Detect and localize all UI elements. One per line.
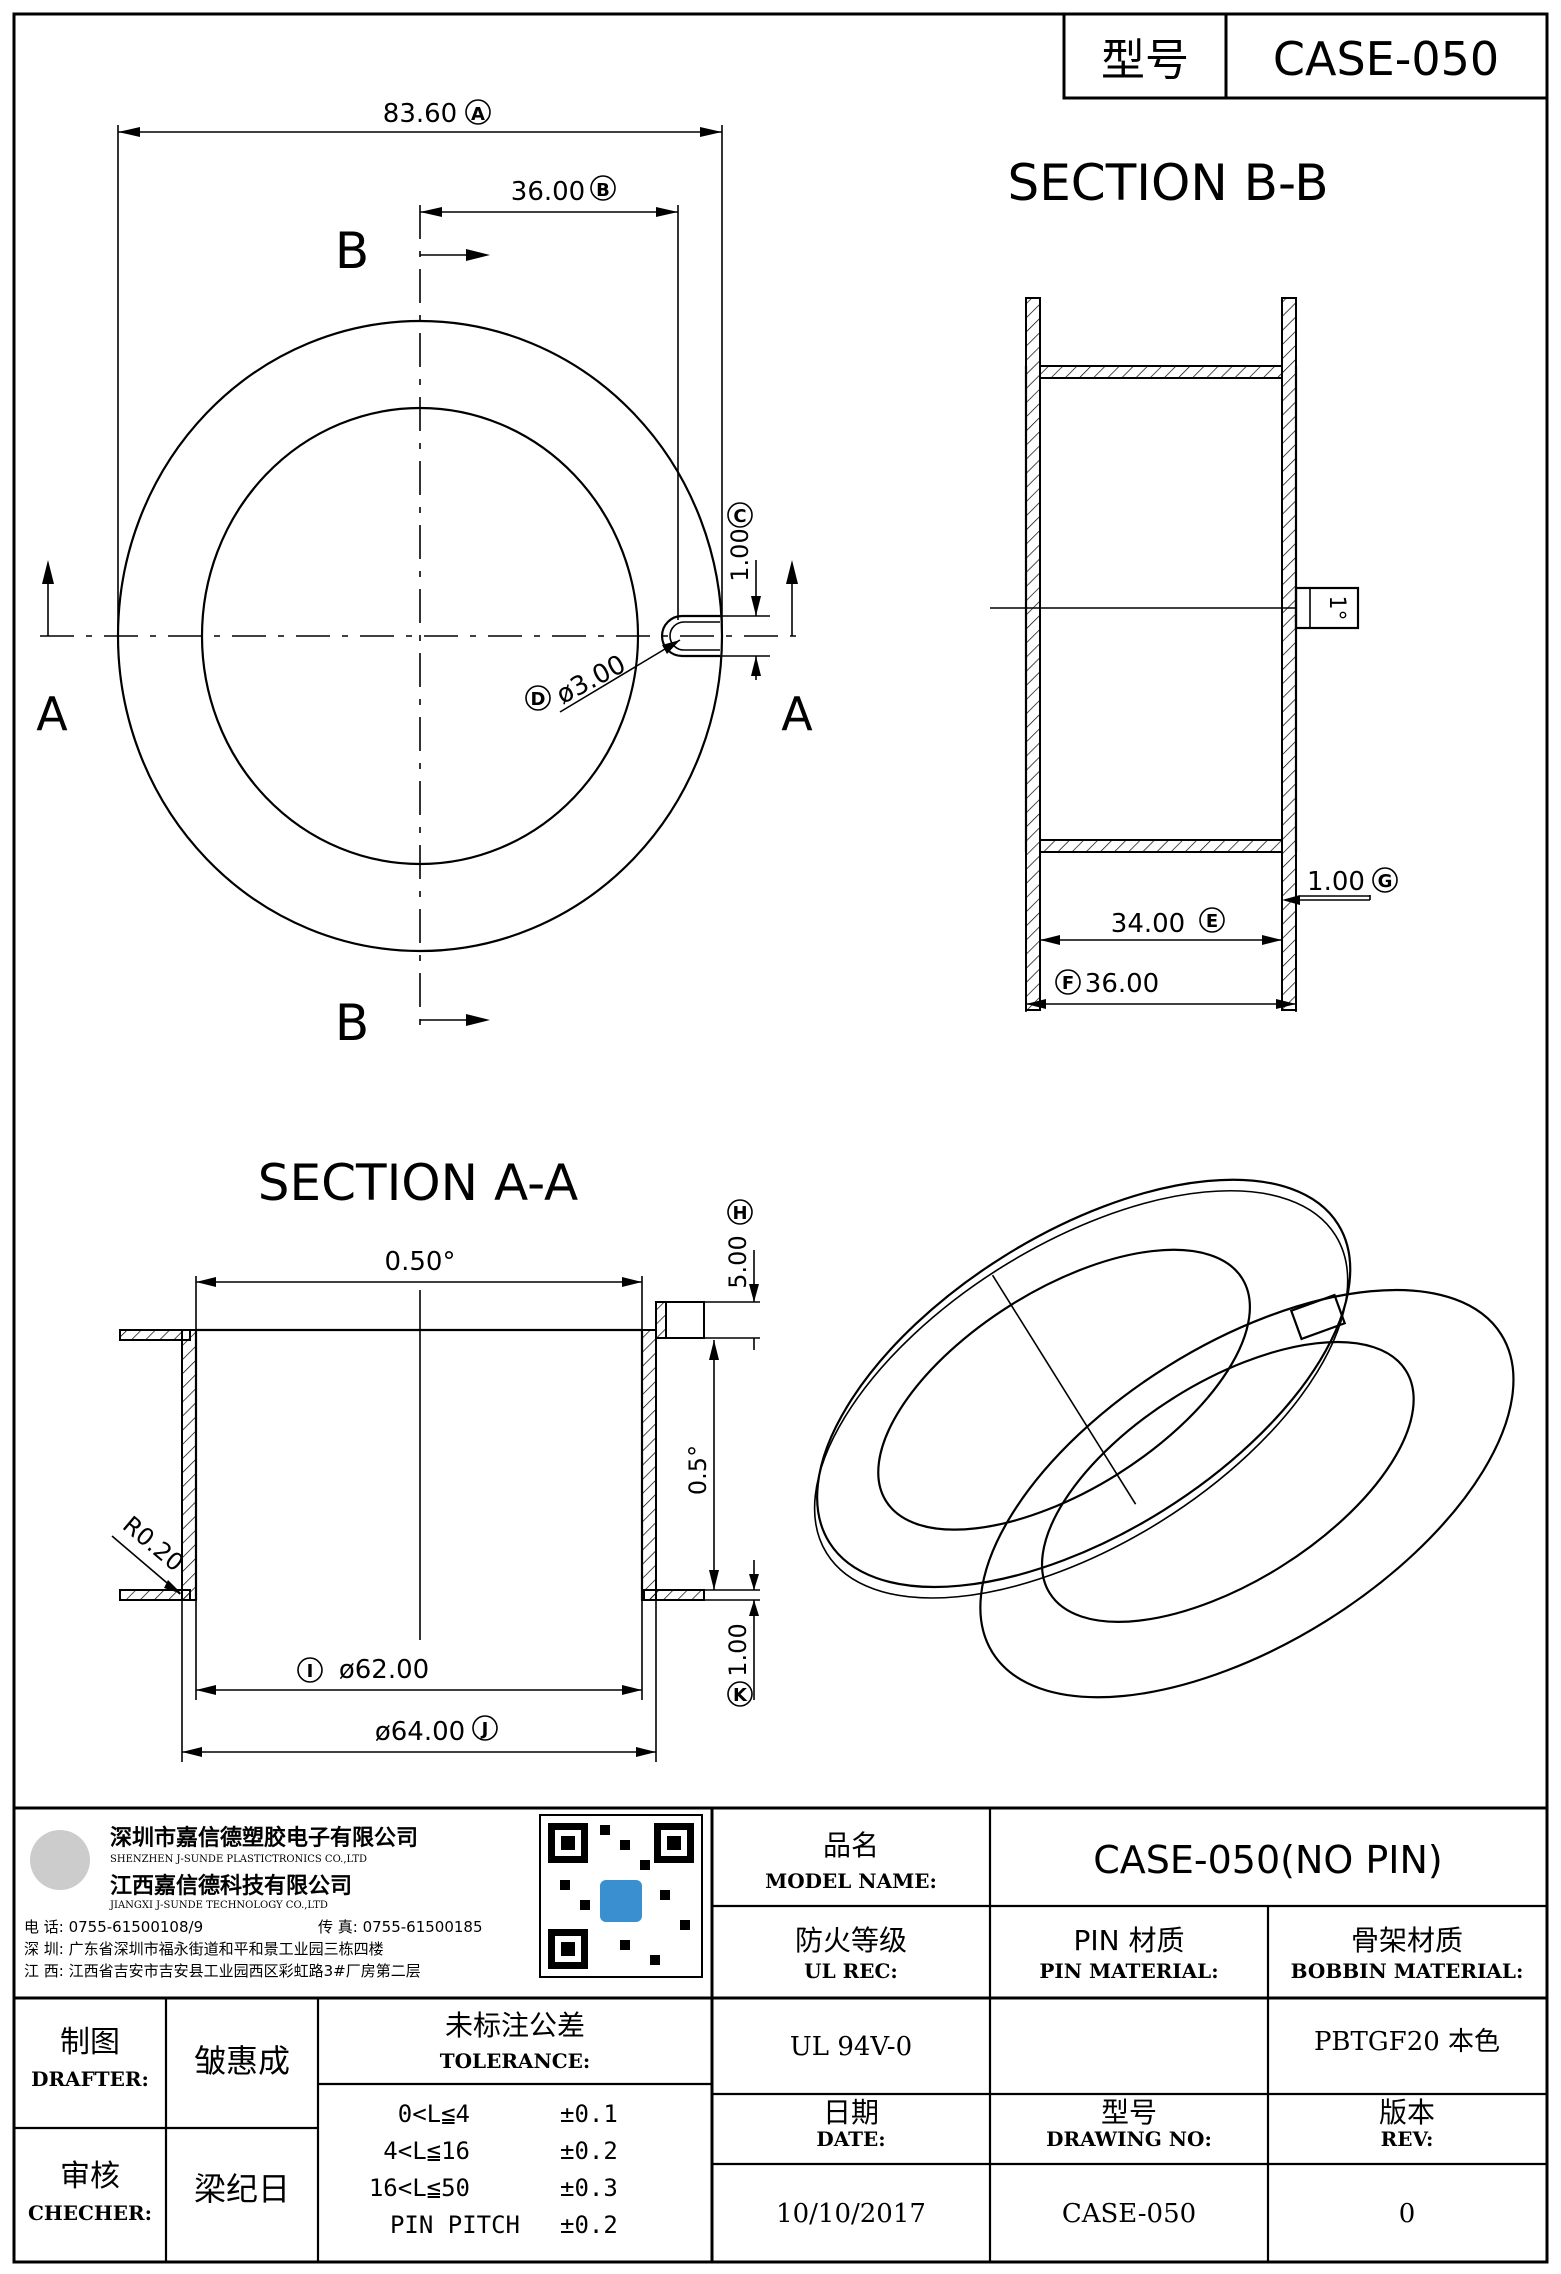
dim-g-tag: G: [1378, 871, 1393, 892]
company-logo-icon: [30, 1830, 90, 1890]
dim-i-tag: I: [307, 1661, 314, 1682]
tolerance-label-en: TOLERANCE:: [440, 2049, 591, 2073]
section-b-label-top: B: [335, 222, 369, 280]
section-b-label-bottom: B: [335, 994, 369, 1052]
company2-name-en: JIANGXI J-SUNDE TECHNOLOGY CO.,LTD: [109, 1900, 328, 1911]
dim-h-value: 5.00: [724, 1235, 752, 1288]
dim-h-tag: H: [732, 1203, 747, 1224]
header-model-value: CASE-050: [1273, 32, 1499, 86]
date-label-cn: 日期: [823, 2096, 879, 2129]
dim-d-leader: [559, 639, 681, 713]
iso-slot: [1289, 1293, 1347, 1341]
dim-f-value: 36.00: [1085, 969, 1159, 999]
dim-e-value: 34.00: [1111, 909, 1185, 939]
company-name-en: SHENZHEN J-SUNDE PLASTICTRONICS CO.,LTD: [110, 1854, 367, 1865]
model-name-value: CASE-050(NO PIN): [1093, 1838, 1443, 1882]
isometric-view: [813, 1178, 1515, 1699]
tolerance-value-1: ±0.1: [560, 2100, 618, 2128]
checker-label-cn: 审核: [60, 2159, 120, 2194]
bobbin-label-en: BOBBIN MATERIAL:: [1291, 1959, 1524, 1983]
dim-d-tag: D: [531, 689, 546, 710]
dim-a-tag-circle: [465, 99, 491, 125]
draft-side-value: 0.5°: [684, 1445, 712, 1495]
dim-k-tag: K: [733, 1685, 748, 1706]
sheet-border: [12, 12, 1549, 2264]
header-model-label: 型号: [1101, 35, 1189, 86]
dim-j-tag: J: [480, 1719, 489, 1740]
section-bb-view: SECTION B-B 1° 34.00 E F 36.00: [990, 154, 1398, 1012]
drawing-no-label-cn: 型号: [1101, 2096, 1157, 2129]
date-label-en: DATE:: [816, 2127, 885, 2151]
pin-label-cn: PIN 材质: [1074, 1924, 1185, 1957]
company-phone: 电 话: 0755-61500108/9: [24, 1918, 203, 1936]
dim-f-tag: F: [1062, 973, 1074, 994]
drafter-label-cn: 制图: [60, 2025, 120, 2060]
ul-label-en: UL REC:: [804, 1959, 898, 1983]
tolerance-range-2: 4<L≦16: [383, 2137, 470, 2165]
checker-label-en: CHECHER:: [28, 2201, 152, 2225]
rev-label-cn: 版本: [1379, 2096, 1435, 2129]
dim-c-tag: C: [733, 506, 746, 527]
dim-b-value: 36.00: [511, 177, 585, 207]
dim-a-tag: A: [471, 104, 485, 125]
section-bb-title: SECTION B-B: [1007, 154, 1328, 212]
ul-value: UL 94V-0: [790, 2032, 912, 2062]
dim-j-value: ø64.00: [375, 1717, 465, 1747]
company2-name-cn: 江西嘉信德科技有限公司: [110, 1873, 352, 1899]
drafter-label-en: DRAFTER:: [31, 2067, 149, 2091]
slot-outline: [660, 614, 720, 658]
date-value: 10/10/2017: [776, 2199, 926, 2229]
model-name-label-cn: 品名: [823, 1829, 879, 1862]
tolerance-range-1: 0<L≦4: [398, 2100, 470, 2128]
tolerance-value-2: ±0.2: [560, 2137, 618, 2165]
rev-label-en: REV:: [1381, 2127, 1434, 2151]
company-address-shenzhen: 深 圳: 广东省深圳市福永街道和平和景工业园三栋四楼: [24, 1940, 384, 1958]
radius-value: R0.20: [117, 1511, 189, 1578]
bobbin-value: PBTGF20 本色: [1314, 2027, 1500, 2057]
section-a-label-right: A: [781, 687, 813, 741]
pin-label-en: PIN MATERIAL:: [1039, 1959, 1218, 1983]
dim-g-value: 1.00: [1307, 867, 1365, 897]
qr-code-icon: [539, 1814, 703, 1978]
company-fax: 传 真: 0755-61500185: [318, 1918, 483, 1936]
drawing-no-label-en: DRAWING NO:: [1046, 2127, 1212, 2151]
rev-value: 0: [1399, 2199, 1416, 2229]
dim-i-value: ø62.00: [339, 1655, 429, 1685]
drawing-no-value: CASE-050: [1062, 2199, 1196, 2229]
checker-value: 梁纪日: [194, 2170, 290, 2208]
dim-d-value: ø3.00: [552, 649, 631, 710]
dim-b-tag: B: [596, 180, 610, 201]
section-aa-view: SECTION A-A 0.50° 0.5° 5.00 H: [111, 1154, 760, 1762]
dim-a-value: 83.60: [383, 99, 457, 129]
section-aa-title: SECTION A-A: [258, 1154, 578, 1212]
section-a-label-left: A: [36, 687, 68, 741]
header-model-box: 型号 CASE-050: [1062, 12, 1549, 100]
dim-k-value: 1.00: [724, 1623, 752, 1676]
tolerance-value-3: ±0.3: [560, 2174, 618, 2202]
tolerance-range-4: PIN PITCH: [390, 2211, 520, 2239]
slot-angle: 1°: [1324, 596, 1349, 621]
tolerance-label-cn: 未标注公差: [445, 2009, 585, 2042]
bobbin-label-cn: 骨架材质: [1351, 1924, 1463, 1957]
company-name-cn: 深圳市嘉信德塑胶电子有限公司: [110, 1825, 418, 1851]
model-name-label-en: MODEL NAME:: [765, 1869, 937, 1893]
slot-inner: [669, 621, 720, 651]
tolerance-range-3: 16<L≦50: [369, 2174, 470, 2202]
top-view: 83.60 A 36.00 B B B A A 1.00 C: [36, 99, 813, 1052]
ul-label-cn: 防火等级: [795, 1924, 907, 1957]
tolerance-value-4: ±0.2: [560, 2211, 618, 2239]
dim-e-tag: E: [1206, 911, 1218, 932]
drafter-value: 皱惠成: [194, 2042, 290, 2080]
draft-top-value: 0.50°: [385, 1247, 456, 1277]
company-address-jiangxi: 江 西: 江西省吉安市吉安县工业园西区彩虹路3#厂房第二层: [24, 1962, 421, 1980]
title-block: 深圳市嘉信德塑胶电子有限公司 SHENZHEN J-SUNDE PLASTICT…: [14, 1806, 1547, 2262]
dim-c-value: 1.00: [726, 528, 754, 581]
